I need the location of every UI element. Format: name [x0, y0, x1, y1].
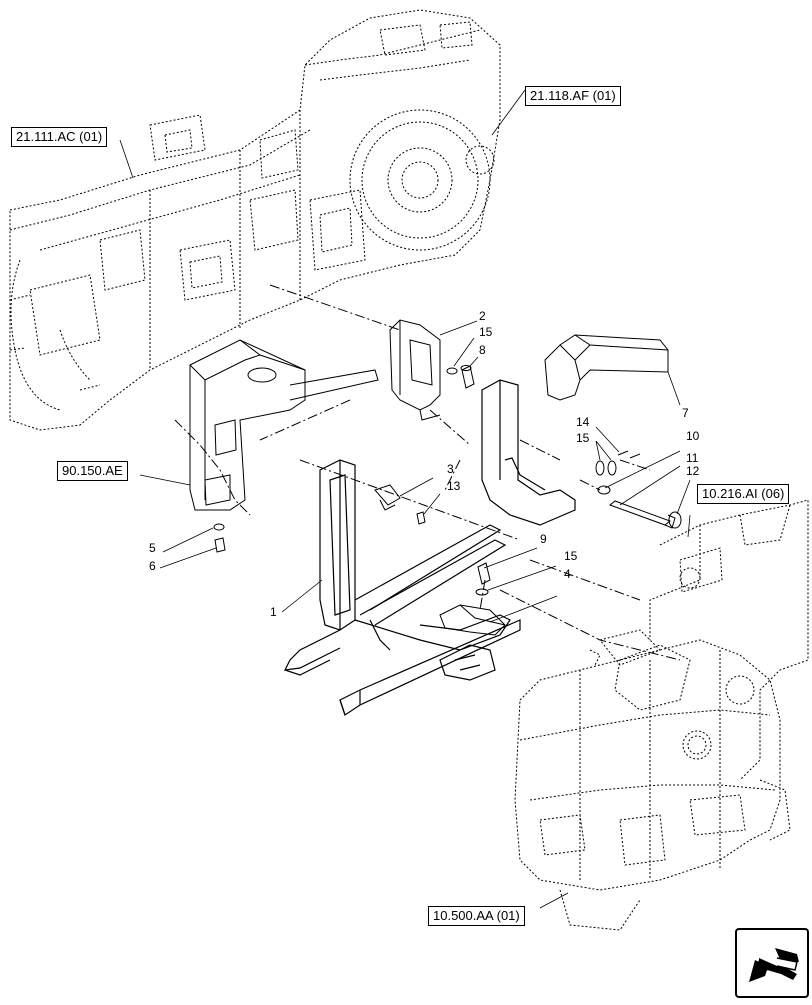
hitch-bracket-part — [189, 339, 379, 511]
part-number-8: 8 — [479, 343, 486, 357]
part-number-15-right: 15 — [576, 431, 590, 445]
part-number-3: 3 — [447, 462, 454, 476]
part-number-4: 4 — [564, 567, 571, 581]
part-2-bracket — [389, 319, 441, 421]
arrow-previous-icon — [749, 948, 799, 982]
part-3-clip — [374, 484, 401, 511]
part-number-7: 7 — [682, 406, 689, 420]
fasteners — [213, 365, 682, 596]
reference-21-111-ac[interactable]: 21.111.AC (01) — [11, 127, 108, 147]
part-4-support — [439, 604, 506, 636]
part-number-1: 1 — [270, 605, 277, 619]
part-number-5: 5 — [149, 541, 156, 555]
part-number-9: 9 — [540, 532, 547, 546]
part-number-15-upper: 15 — [479, 325, 493, 339]
part-number-12: 12 — [686, 464, 700, 478]
leader-lines — [119, 89, 691, 909]
part-number-10: 10 — [686, 429, 700, 443]
reference-10-500-aa[interactable]: 10.500.AA (01) — [428, 906, 525, 926]
alignment-lines — [174, 284, 681, 661]
reference-90-150-ae[interactable]: 90.150.AE — [57, 461, 128, 481]
part-number-6: 6 — [149, 559, 156, 573]
transmission-housing — [9, 9, 501, 431]
part-number-15-lower: 15 — [564, 549, 578, 563]
previous-page-button[interactable] — [735, 928, 809, 998]
fuel-tank-assembly — [514, 499, 809, 931]
part-number-11: 11 — [686, 451, 699, 465]
reference-21-118-af[interactable]: 21.118.AF (01) — [525, 86, 621, 106]
reference-10-216-ai[interactable]: 10.216.AI (06) — [697, 484, 790, 504]
part-number-2: 2 — [479, 309, 486, 323]
part-number-14: 14 — [576, 415, 590, 429]
part-7-cover — [544, 334, 669, 401]
part-number-13: 13 — [447, 479, 461, 493]
part-1-frame — [283, 379, 576, 716]
